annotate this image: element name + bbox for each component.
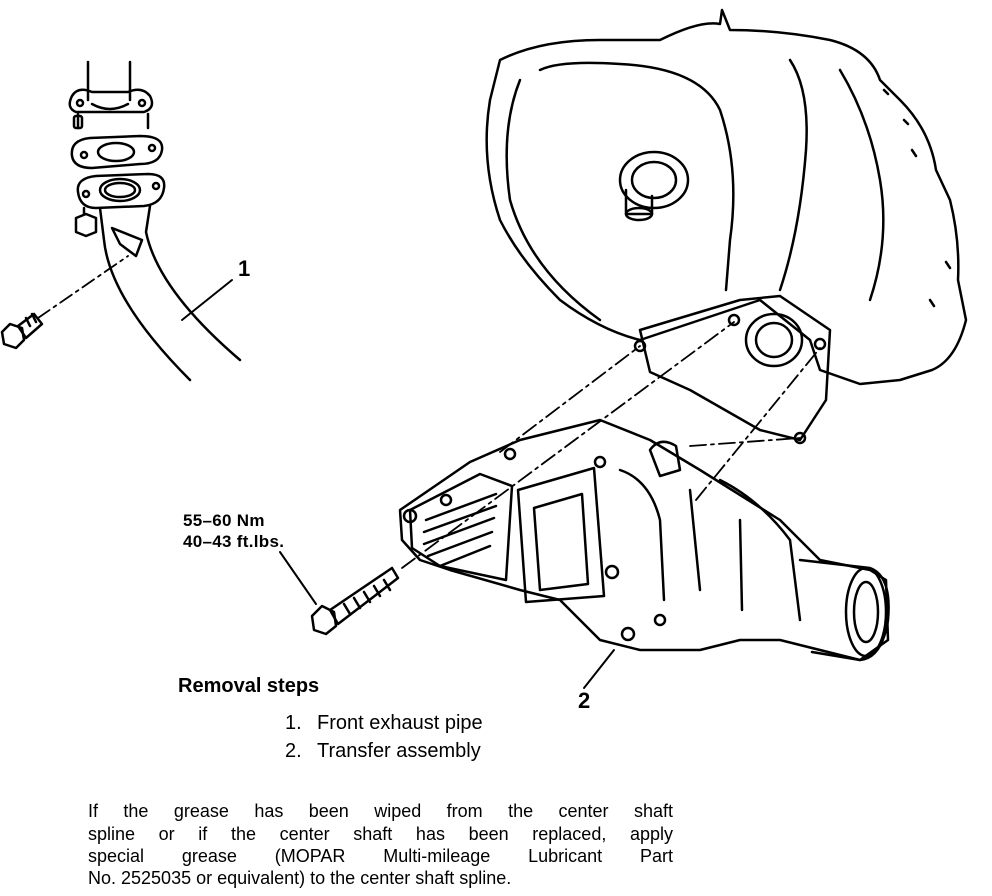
exhaust-pipe-icon	[68, 60, 154, 130]
transfer-assembly-icon	[398, 418, 890, 662]
note-line: spline or if the center shaft has been r…	[88, 823, 673, 844]
callout-transfer-assembly: 2	[578, 688, 591, 713]
note-line: No. 2525035 or equivalent) to the center…	[88, 868, 512, 888]
torque-imperial: 40–43 ft.lbs.	[183, 532, 285, 551]
note-line: special grease (MOPAR Multi-mileage Lubr…	[88, 846, 673, 866]
step-label: Front exhaust pipe	[317, 712, 483, 734]
callout-front-exhaust-pipe: 1	[238, 256, 251, 281]
transmission-case-icon	[485, 8, 968, 445]
removal-steps-list: 1. Front exhaust pipe 2. Transfer assembly	[285, 709, 483, 765]
step-number: 1.	[285, 712, 302, 734]
step-number: 2.	[285, 740, 302, 762]
bolt-icon	[310, 566, 400, 636]
note-line: If the grease has been wiped from the ce…	[88, 801, 673, 821]
pipe-flange-icon	[74, 172, 242, 382]
list-item: 1. Front exhaust pipe	[285, 709, 483, 737]
list-item: 2. Transfer assembly	[285, 737, 483, 765]
bolt-icon	[0, 312, 44, 350]
grease-note: If the grease has been wiped from the ce…	[88, 800, 673, 868]
step-label: Transfer assembly	[317, 740, 481, 762]
torque-spec: 55–60 Nm 40–43 ft.lbs.	[183, 510, 284, 552]
torque-metric: 55–60 Nm	[183, 511, 265, 530]
gasket-icon	[70, 134, 164, 170]
removal-steps-title: Removal steps	[178, 675, 320, 697]
